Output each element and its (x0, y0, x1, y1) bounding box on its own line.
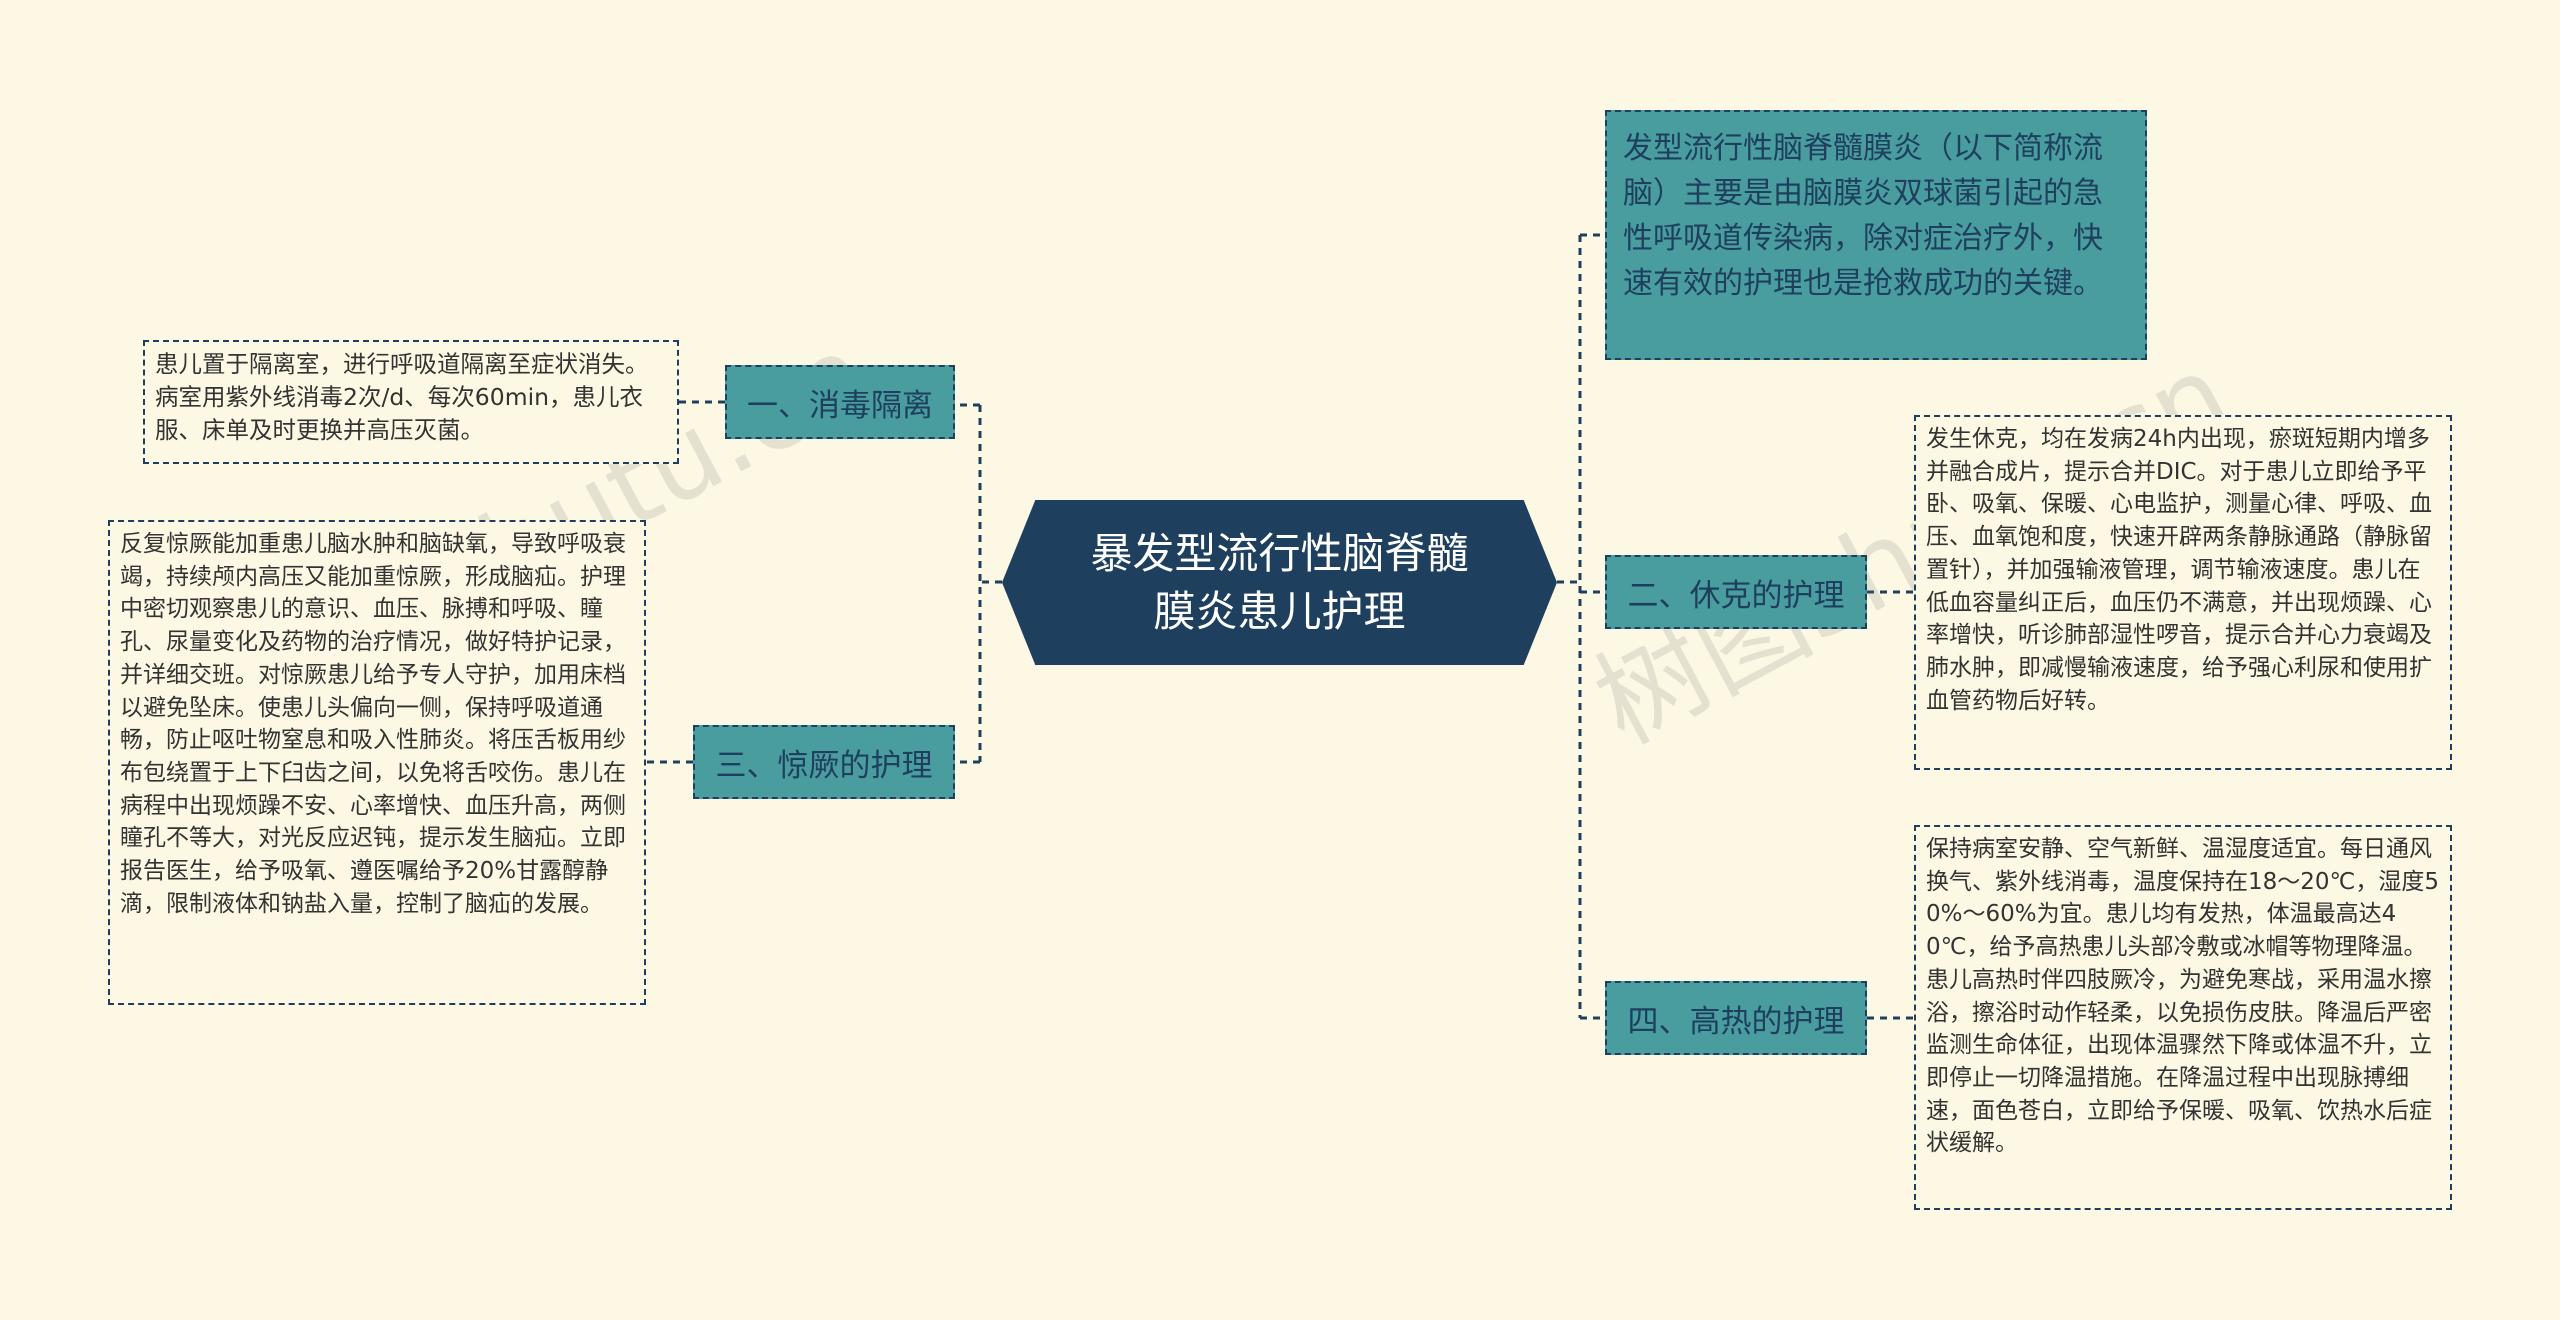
leaf-convulsion-detail[interactable]: 反复惊厥能加重患儿脑水肿和脑缺氧，导致呼吸衰竭，持续颅内高压又能加重惊厥，形成脑… (108, 520, 646, 1005)
center-topic[interactable]: 暴发型流行性脑脊髓膜炎患儿护理 (1002, 500, 1557, 665)
leaf-high-fever-detail[interactable]: 保持病室安静、空气新鲜、温湿度适宜。每日通风换气、紫外线消毒，温度保持在18～2… (1914, 825, 2452, 1210)
center-title: 暴发型流行性脑脊髓膜炎患儿护理 (1090, 528, 1469, 636)
branch-shock-care[interactable]: 二、休克的护理 (1605, 555, 1867, 629)
intro-node[interactable]: 发型流行性脑脊髓膜炎（以下简称流脑）主要是由脑膜炎双球菌引起的急性呼吸道传染病，… (1605, 110, 2147, 360)
branch-convulsion-care[interactable]: 三、惊厥的护理 (693, 725, 955, 799)
leaf-disinfection-detail[interactable]: 患儿置于隔离室，进行呼吸道隔离至症状消失。病室用紫外线消毒2次/d、每次60mi… (143, 340, 679, 464)
leaf-shock-detail[interactable]: 发生休克，均在发病24h内出现，瘀斑短期内增多并融合成片，提示合并DIC。对于患… (1914, 415, 2452, 770)
branch-high-fever-care[interactable]: 四、高热的护理 (1605, 981, 1867, 1055)
branch-disinfection-isolation[interactable]: 一、消毒隔离 (725, 365, 955, 439)
